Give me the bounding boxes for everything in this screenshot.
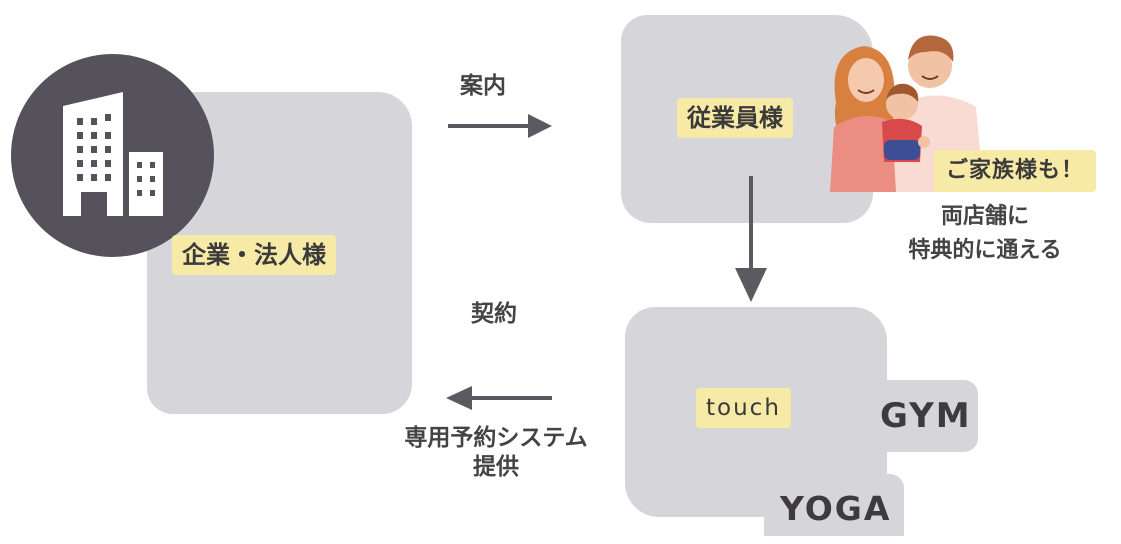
building-icon <box>11 54 214 257</box>
benefit-text: 両店舗に 特典的に通える <box>886 200 1084 268</box>
yoga-tag: YOGA <box>764 474 904 536</box>
family-badge: ご家族様も！ <box>934 150 1097 192</box>
arrow-down <box>735 176 767 302</box>
contract-label: 契約 <box>471 301 517 327</box>
guide-label: 案内 <box>460 73 506 99</box>
employee-label: 従業員様 <box>677 98 793 138</box>
system-label: 専用予約システム 提供 <box>386 424 606 482</box>
benefit-line-1: 両店舗に <box>940 204 1029 229</box>
gym-tag: GYM <box>862 380 978 452</box>
system-label-line-2: 提供 <box>473 454 519 480</box>
arrow-system <box>446 386 552 410</box>
touch-label: touch <box>696 388 791 428</box>
family-illustration <box>826 22 986 192</box>
system-label-line-1: 専用予約システム <box>404 425 588 451</box>
company-label: 企業・法人様 <box>172 235 336 275</box>
benefit-line-2: 特典的に通える <box>908 238 1062 263</box>
arrow-guide <box>448 114 552 138</box>
